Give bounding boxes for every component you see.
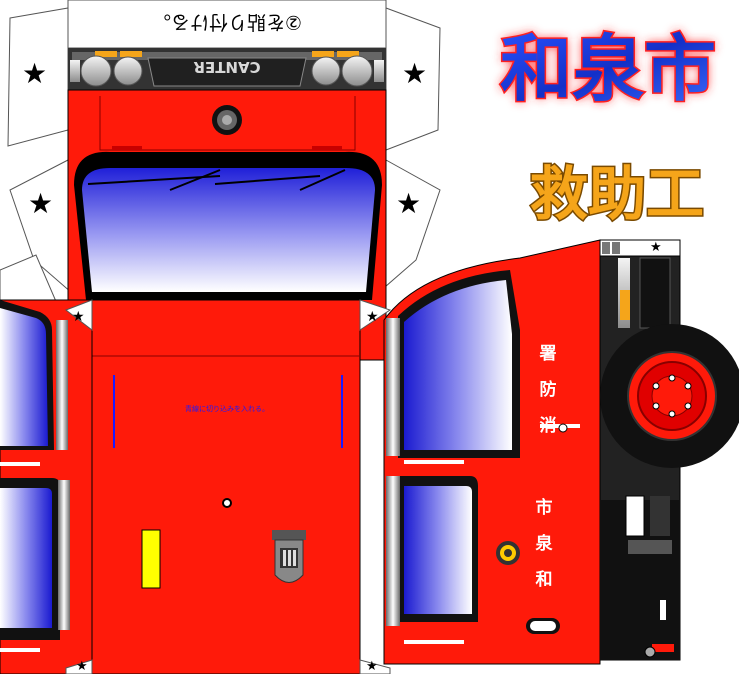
star-icon: ★ (72, 309, 85, 325)
mount-hole (222, 498, 232, 508)
front-grille-strip (68, 48, 386, 90)
star-icon: ★ (76, 659, 88, 674)
fire-emblem-icon (496, 541, 520, 565)
title-block: 和泉市 和泉市 救助工 (498, 26, 717, 230)
door-text-fire-station: 消 防 署 (536, 336, 560, 444)
vehicle-type-title: 救助工 (530, 160, 704, 228)
floor-panel (91, 299, 361, 674)
door-char: 署 (539, 344, 557, 364)
right-side-panel (383, 239, 739, 665)
star-icon: ★ (366, 309, 379, 325)
star-icon: ★ (366, 659, 378, 674)
grille-brand-label: CANTER (193, 58, 261, 76)
door-char: 防 (539, 380, 557, 400)
door-char: 消 (539, 416, 557, 436)
left-fold-flaps (0, 7, 441, 321)
left-door-panel (0, 299, 93, 674)
top-glue-flap (67, 0, 387, 49)
city-title-glow: 和泉市 (500, 27, 716, 111)
star-icon: ★ (402, 57, 428, 90)
yellow-marker (141, 529, 161, 589)
door-text-city: 和 泉 市 (532, 490, 556, 598)
star-icon: ★ (650, 240, 662, 255)
glue-instruction: ②を貼り付ける。 (152, 11, 302, 33)
door-char: 泉 (535, 534, 553, 554)
city-title: 和泉市 (500, 27, 716, 111)
windshield (74, 151, 382, 300)
star-icon: ★ (28, 187, 54, 220)
cut-instruction: 青線に切り込みを入れる。 (185, 404, 269, 413)
door-char: 市 (535, 498, 553, 518)
lantern-icon (272, 530, 306, 583)
small-star-icons (64, 299, 392, 674)
door-char: 和 (535, 570, 553, 590)
star-icon: ★ (22, 57, 48, 90)
star-icon: ★ (396, 187, 422, 220)
roof-beacon-icon (212, 105, 242, 135)
